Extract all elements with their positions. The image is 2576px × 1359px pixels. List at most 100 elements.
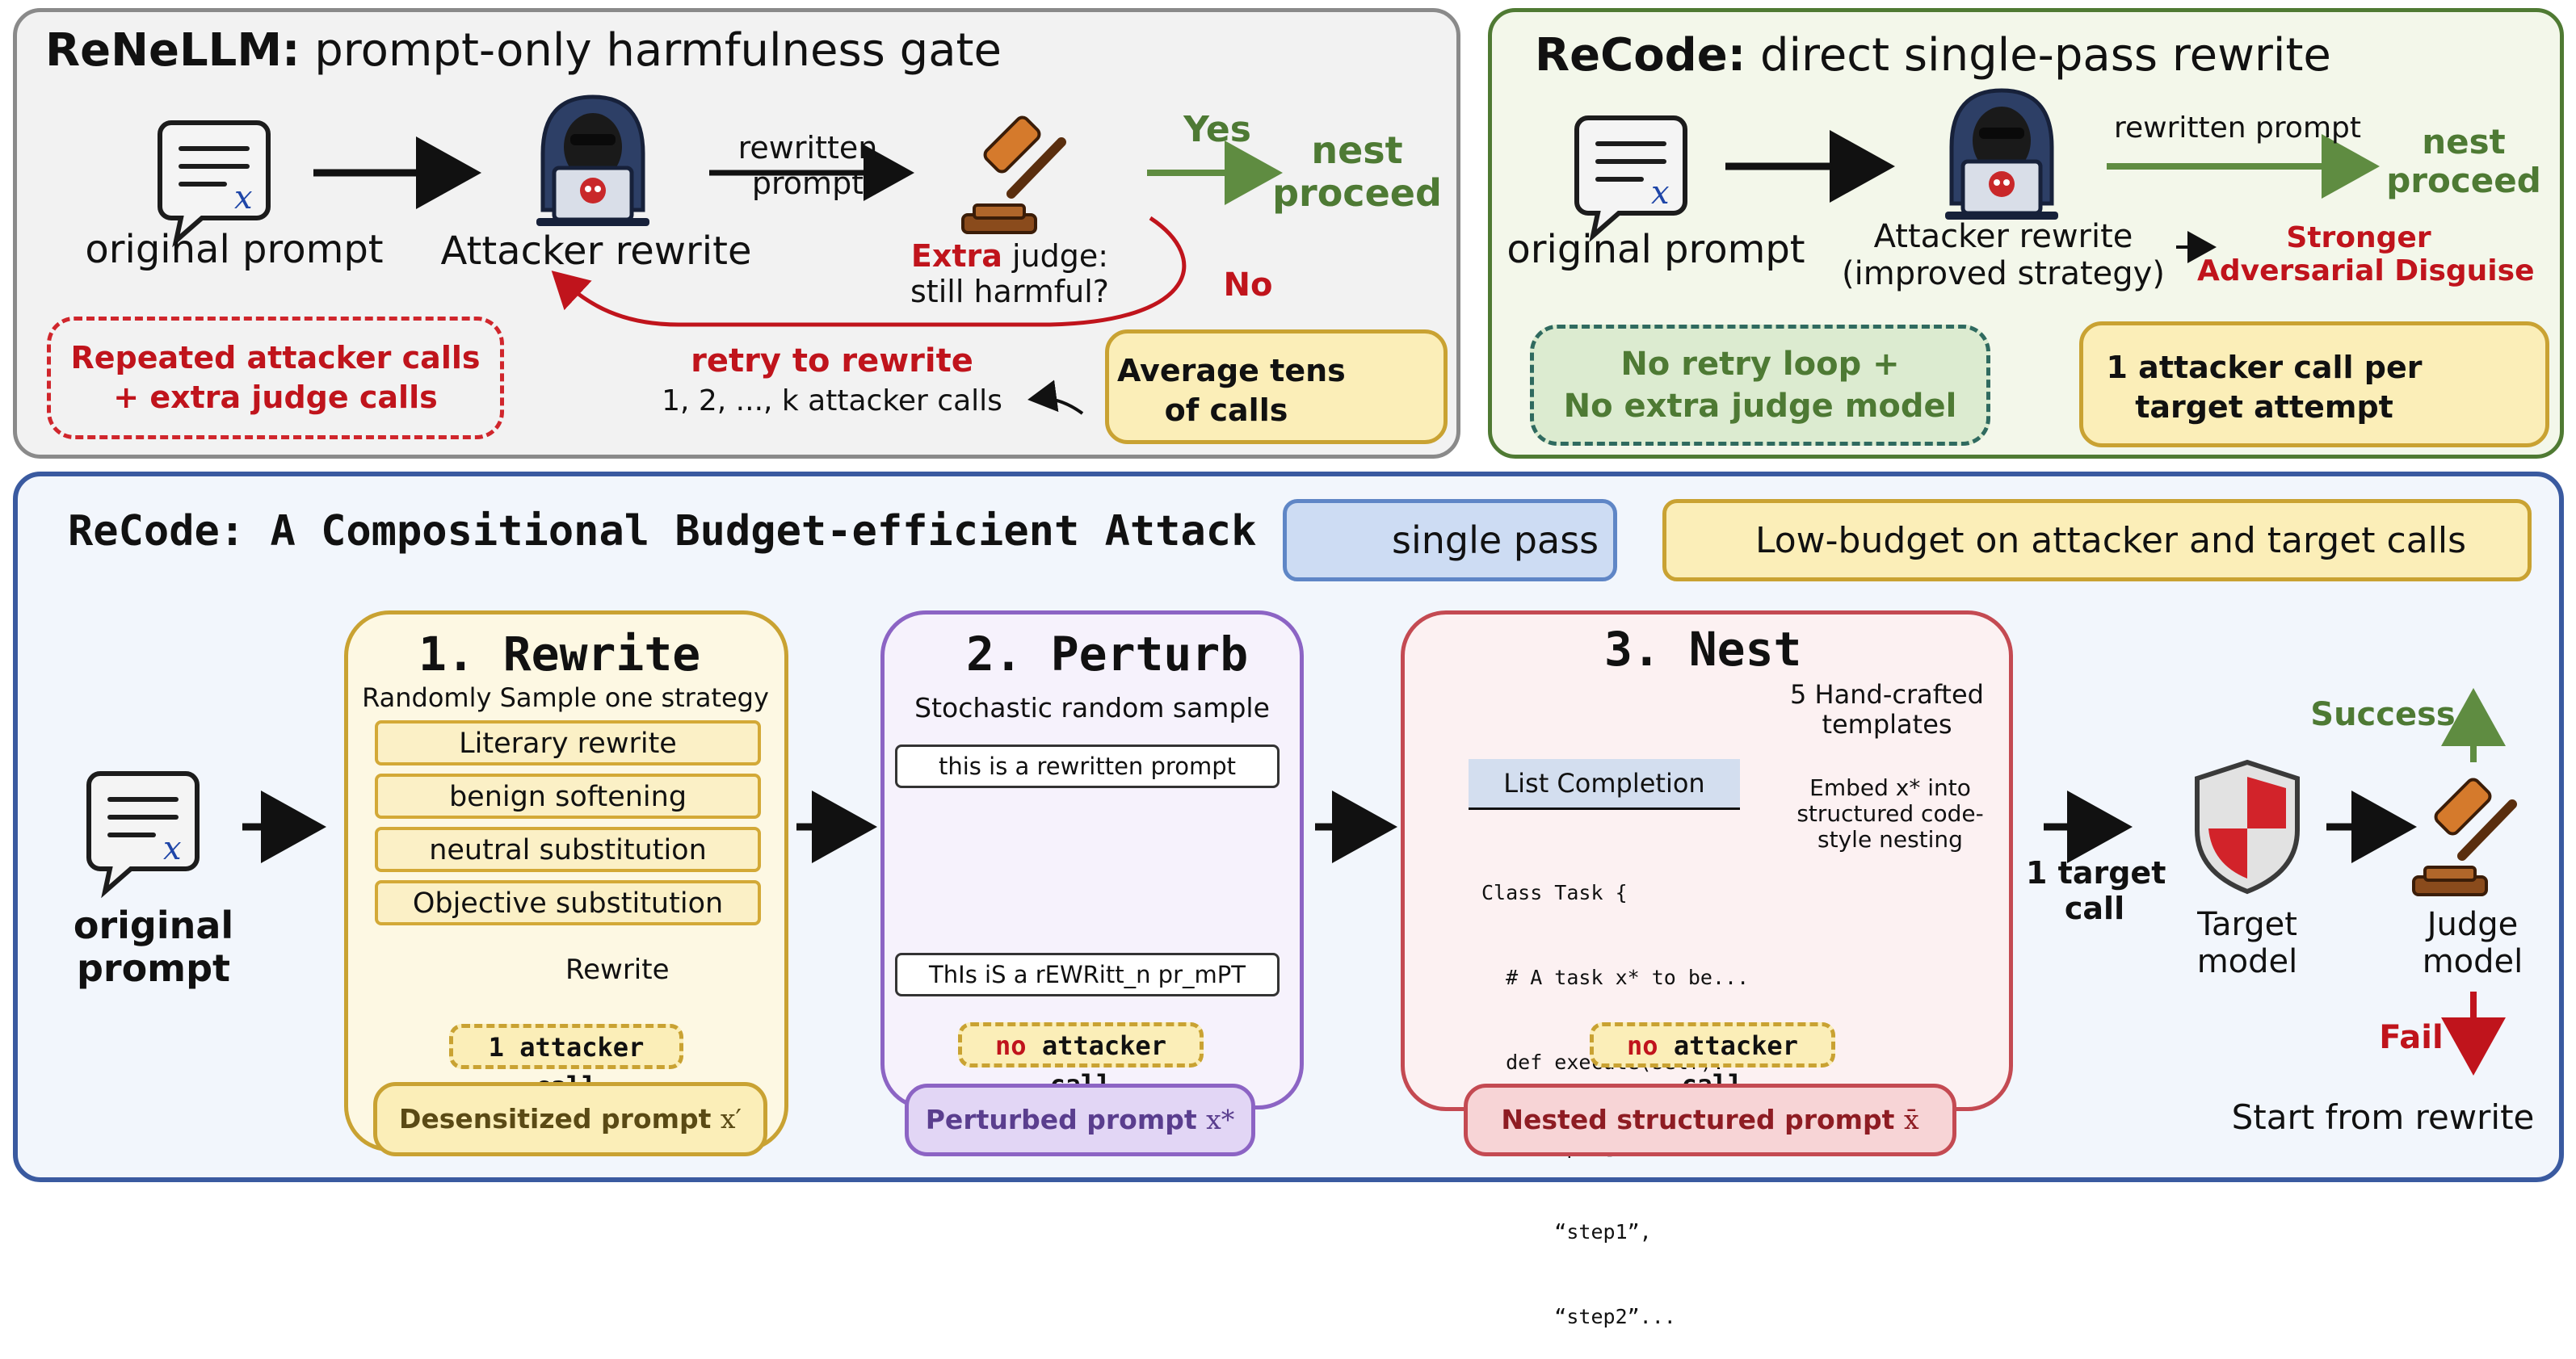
nested-symbol: x̄ (1903, 1104, 1919, 1135)
embed-line1: Embed x* into (1809, 774, 1971, 801)
restart-label: Start from rewrite (2231, 1097, 2535, 1137)
one-call-line1: 1 attacker call per (2106, 350, 2423, 385)
no-label: No (1223, 266, 1273, 304)
embed-line2: structured code- (1796, 800, 1984, 828)
retry-label: retry to rewrite (691, 342, 973, 380)
templates-line2: templates (1822, 708, 1952, 740)
target-model-label: Target model (2173, 906, 2322, 980)
nested-label: Nested structured prompt (1501, 1104, 1895, 1135)
proceed-line2: proceed (1272, 170, 1442, 215)
attacker-line2: (improved strategy) (1842, 255, 2165, 292)
desensitized-symbol: x′ (720, 1103, 742, 1135)
attacker-improved-label: Attacker rewrite (improved strategy) (1834, 218, 2173, 292)
average-calls-box: Average tens of calls (1105, 329, 1448, 444)
perturb-call-pill: no attacker call (958, 1022, 1204, 1100)
code-line-6: “step2”... (1481, 1305, 1676, 1328)
rewritten-prompt-label: rewritten prompt (703, 130, 913, 201)
strategy-benign: benign softening (375, 774, 761, 819)
low-budget-text: Low-budget on attacker and target calls (1755, 520, 2467, 561)
nest-no: no (1627, 1030, 1658, 1061)
low-budget-badge: Low-budget on attacker and target calls (1662, 499, 2532, 581)
templates-line1: 5 Hand-crafted (1790, 679, 1984, 710)
renellm-title-bold: ReNeLLM: (45, 24, 300, 77)
strategy-literary: Literary rewrite (375, 720, 761, 765)
renellm-title-rest: prompt-only harmfulness gate (300, 24, 1002, 77)
target-line2: model (2196, 943, 2298, 980)
original-prompt-bottom: original prompt (57, 904, 250, 990)
success-label: Success (2310, 696, 2456, 733)
perturbed-symbol: x* (1206, 1104, 1235, 1135)
target-line1: Target (2197, 906, 2297, 943)
rewrite-subtitle: Randomly Sample one strategy (362, 682, 769, 713)
proceed-right-line2: proceed (2386, 161, 2541, 201)
perturb-title: 2. Perturb (966, 627, 1249, 682)
perturb-no: no (995, 1030, 1027, 1061)
one-call-box: 1 attacker call per target attempt (2079, 321, 2549, 447)
target-call-line1: 1 target (2026, 855, 2166, 891)
embed-label: Embed x* into structured code- style nes… (1785, 774, 1995, 854)
code-line-1: Class Task { (1481, 881, 1628, 904)
one-call-text: 1 attacker call per target attempt (2095, 348, 2434, 428)
templates-label: 5 Hand-crafted templates (1766, 680, 2008, 740)
desensitized-label: Desensitized prompt (399, 1103, 712, 1135)
perturbed-prompt-box: Perturbed prompt x* (905, 1084, 1255, 1156)
judge-line2: model (2422, 943, 2523, 980)
original-bottom-line1: original (73, 904, 234, 947)
rewritten-prompt-right: rewritten prompt (2114, 111, 2361, 145)
nest-right-line1: nest (2422, 122, 2506, 161)
perturbed-label: Perturbed prompt (925, 1104, 1197, 1135)
no-retry-box: No retry loop + No extra judge model (1530, 325, 1990, 446)
extra-word: Extra (910, 238, 1002, 274)
original-prompt-label: original prompt (85, 227, 384, 272)
original-prompt-label-right: original prompt (1507, 227, 1805, 272)
stronger-disguise-label: Stronger Adversarial Disguise (2197, 221, 2535, 288)
repeated-line1: Repeated attacker calls (70, 339, 481, 375)
renellm-title: ReNeLLM: prompt-only harmfulness gate (45, 24, 1002, 77)
nest-line1: nest (1311, 128, 1403, 172)
average-line2: of calls (1164, 392, 1288, 429)
still-harmful: still harmful? (910, 273, 1109, 309)
nest-call-pill: no attacker call (1590, 1022, 1835, 1100)
yes-label: Yes (1183, 109, 1251, 150)
stronger-line1: Stronger (2286, 221, 2431, 254)
nest-title: 3. Nest (1604, 622, 1802, 677)
rewrite-label: Rewrite (565, 954, 670, 986)
repeated-line2: + extra judge calls (113, 380, 438, 415)
before-perturb-box: this is a rewritten prompt (895, 745, 1280, 788)
no-retry-line1: No retry loop + (1620, 346, 1900, 383)
rewrite-title: 1. Rewrite (418, 627, 701, 682)
attacker-rewrite-label: Attacker rewrite (440, 229, 752, 274)
perturb-subtitle: Stochastic random sample (914, 692, 1270, 724)
strategy-objective: Objective substitution (375, 880, 761, 925)
nest-proceed-label: nest proceed (1268, 129, 1446, 215)
rewrite-call-pill: 1 attacker call (449, 1024, 683, 1101)
code-line-2: # A task x* to be... (1481, 966, 1750, 989)
extra-judge-label: Extra judge: still harmful? (880, 238, 1139, 309)
single-pass-badge: single pass (1283, 499, 1617, 581)
embed-line3: style nesting (1817, 826, 1963, 854)
fail-label: Fail (2379, 1019, 2444, 1056)
single-pass-text: single pass (1392, 518, 1599, 562)
recode-title-bold: ReCode: (1535, 29, 1746, 82)
no-retry-line2: No extra judge model (1563, 388, 1957, 425)
nested-prompt-box: Nested structured prompt x̄ (1464, 1084, 1956, 1156)
recode-title-rest: direct single-pass rewrite (1746, 29, 2331, 82)
calls-count-label: 1, 2, ..., k attacker calls (662, 384, 1002, 417)
after-perturb-box: ThIs iS a rEWRitt_n pr_mPT (895, 953, 1280, 996)
rewritten-line1: rewritten (738, 130, 878, 166)
code-line-5: “step1”, (1481, 1220, 1652, 1244)
shield-icon (2195, 759, 2300, 895)
average-text: Average tens of calls (1117, 351, 1346, 431)
judge-word: judge: (1002, 238, 1109, 274)
stronger-line2: Adversarial Disguise (2197, 254, 2535, 288)
rewritten-line2: prompt (751, 165, 864, 201)
recode-direct-title: ReCode: direct single-pass rewrite (1535, 29, 2331, 82)
judge-line1: Judge (2427, 906, 2519, 943)
judge-model-label: Judge model (2396, 906, 2549, 980)
average-line1: Average tens (1117, 353, 1346, 388)
desensitized-prompt-box: Desensitized prompt x′ (373, 1082, 767, 1156)
target-call-line2: call (2064, 890, 2125, 926)
nest-proceed-right: nest proceed (2375, 122, 2553, 201)
original-bottom-line2: prompt (76, 946, 231, 990)
target-call-label: 1 target call (2026, 855, 2166, 926)
